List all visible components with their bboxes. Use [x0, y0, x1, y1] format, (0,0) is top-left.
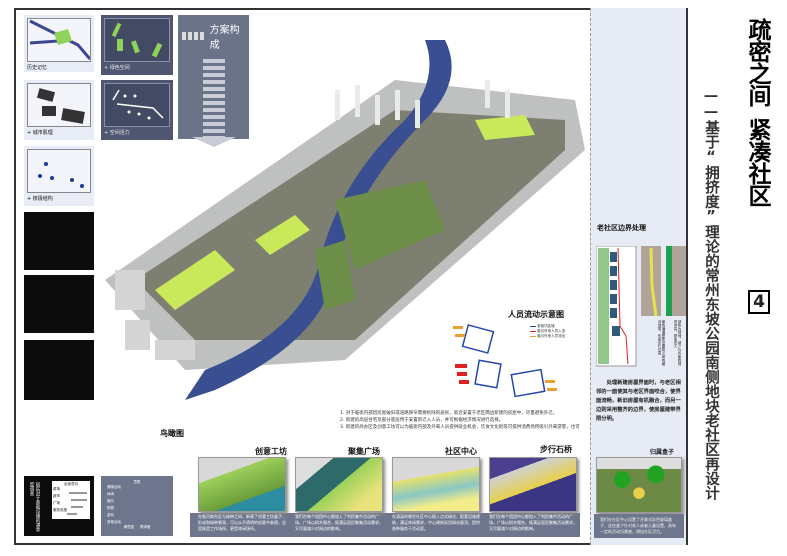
chart-title: 出街意向	[64, 482, 78, 486]
node-desc: 我们在每个组团中心都加入了利民集中活动的广场，广场以树木围合，既满足居民聚集活动…	[295, 514, 383, 531]
survey-chart-1: 居民对于基础设施的满意度调查 出街意向 菜场 超市 广场 服务设施	[24, 476, 94, 536]
node-desc: 在临河商办区与绿带之间，新建了创意工坊盒子，形成和绿带景观，可以从不透明的创意中…	[198, 514, 286, 531]
note-item: 2. 新建的高层住宅及部分底层用于安置新迁入人员，并可根据经济情况进行选择。	[340, 418, 504, 423]
boundary-title: 老社区边界处理	[597, 224, 646, 232]
chart-title: 意愿	[133, 480, 141, 484]
legend-item: 吸引外来人员入流	[537, 329, 566, 333]
thumb-green-space: + 绿色空间	[101, 15, 173, 75]
survey-text: 居民对于基础设施的满意度调查	[29, 482, 40, 532]
boundary-diagrams	[596, 246, 686, 367]
node-title: 创意工坊	[255, 447, 287, 456]
boundary-text: 处理新建房屋界面时，与老区相邻的一面使其与老区界面咬合，使界面流畅，新旧房屋有机…	[596, 380, 681, 422]
title-line-2: 紧凑社区	[744, 118, 770, 206]
diagram-caption: 黄色通道是新旧建筑之间的缓冲地带，形成步行空间	[658, 320, 666, 366]
render-stone-bridge	[489, 457, 577, 512]
note-item: 3. 新建的商办区及创意工坊可以为临街内部及外来人员提供就业机会，饮食文化街等可…	[340, 425, 580, 430]
island-park	[335, 180, 445, 270]
board-frame	[14, 8, 590, 545]
row-label: 购物	[107, 506, 114, 510]
thumb-caption: + 核极结构	[27, 196, 53, 202]
row-label: 娱乐	[107, 499, 114, 503]
thumb-urban-fabric: + 城市肌理	[24, 80, 94, 140]
thumb-caption: + 城市肌理	[27, 130, 53, 136]
image-panel	[24, 212, 94, 270]
thumb-nodes: + 核极结构	[24, 146, 94, 206]
node-title: 聚集广场	[348, 447, 380, 456]
scheme-title: 方案构成	[209, 25, 240, 51]
thumb-history: 历史记忆	[24, 15, 94, 72]
row-label: 服务设施	[53, 508, 67, 512]
arrow-down-icon	[202, 59, 225, 137]
box-desc: 我们在社区中心设置了开敞式彩色玻璃盒子，这些盒子针对老人或者儿童设置，具有一定的…	[594, 514, 684, 538]
render-belonging-box	[596, 457, 682, 513]
node-desc: 我们在每个组团中心都加入了利民集中活动的广场，广场以树木围合，既满足居民聚集活动…	[489, 514, 577, 531]
thumb-caption: + 绿色空间	[104, 65, 130, 71]
row-label: 游玩	[107, 513, 114, 517]
render-community-center	[392, 457, 480, 512]
flow-title: 人员流动示意图	[508, 310, 564, 319]
note-item: 1. 对于临街内部因房屋破旧或道路狭窄需要拆除的居民，就近安置于老区两边新建的房…	[340, 411, 558, 416]
row-label: 休闲	[107, 492, 114, 496]
thumb-caption: + 空间活力	[104, 130, 130, 136]
legend-item: 吸引外来人员流出	[537, 334, 566, 338]
aerial-view	[105, 40, 585, 400]
row-label: 其他活动	[107, 520, 121, 524]
render-gathering-plaza	[295, 457, 383, 512]
image-panel	[24, 275, 94, 333]
row-label: 超市	[53, 494, 60, 498]
flow-diagram	[453, 324, 557, 398]
axis-label: 满意度	[123, 525, 135, 529]
scheme-composition: 方案构成	[178, 15, 249, 147]
stripe-icon	[182, 32, 206, 40]
row-label: 广场	[53, 501, 60, 505]
thumb-caption: 历史记忆	[27, 65, 48, 71]
axis-label: 需求度	[140, 525, 151, 529]
node-title: 步行石桥	[540, 445, 572, 454]
node-title: 社区中心	[445, 447, 477, 456]
notes: 1. 对于临街内部因房屋破旧或道路狭窄需要拆除的居民，就近安置于老区两边新建的房…	[340, 410, 580, 431]
aerial-label: 鸟瞰图	[160, 429, 184, 438]
image-panel	[24, 340, 94, 400]
survey-chart-2: 意愿 健康活动 休闲 娱乐 购物 游玩 其他活动 满意度 需求度	[101, 476, 173, 536]
sheet-number: 4	[748, 290, 770, 314]
render-creative-workshop	[198, 457, 286, 512]
box-title: 归属盒子	[650, 449, 675, 456]
legend-item: 老街坊区域	[537, 324, 555, 328]
node-desc: 在清溪的哪些社区中心植入点式绿化，配套设施建筑，满足休闲需求，中心建筑采用绿化屋…	[392, 514, 480, 531]
row-label: 健康活动	[107, 485, 121, 489]
title-line-1: 疏密之间	[744, 18, 770, 106]
desc-band	[190, 513, 580, 537]
flow-legend: 老街坊区域 吸引外来人员入流 吸引外来人员流出	[530, 324, 565, 339]
main-title: 疏密之间紧凑社区	[744, 18, 770, 206]
thumb-vitality: + 空间活力	[101, 80, 173, 140]
diagram-caption: 绿色为绿地，减少与外面的视觉冲突，更加宜人	[674, 320, 682, 366]
subtitle: ——基于“拥挤度”理论的常州东坡公园南侧地块老社区再设计	[703, 88, 719, 500]
row-label: 菜场	[53, 487, 60, 491]
